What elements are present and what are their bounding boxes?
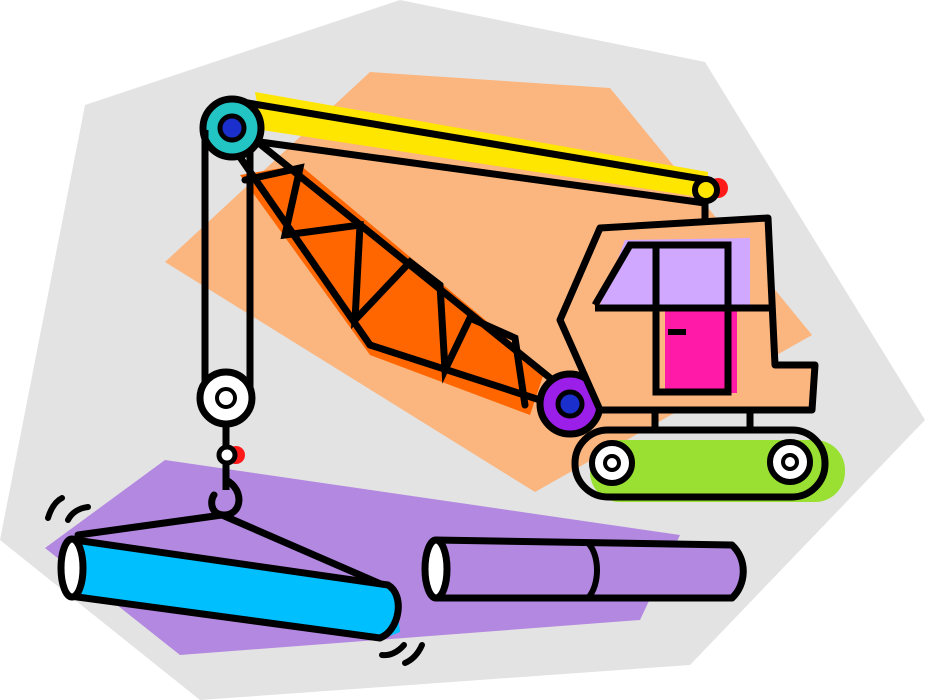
motion-lines	[45, 495, 425, 666]
ground-pipe	[421, 536, 747, 602]
lifted-pipe	[57, 535, 402, 642]
crawler-track	[571, 426, 845, 502]
hook-pulley	[196, 368, 256, 466]
top-pulley	[199, 95, 265, 161]
cab	[556, 214, 819, 430]
boom	[226, 92, 728, 415]
cab-window	[600, 238, 750, 305]
sling	[74, 511, 394, 592]
boom-tip-pin	[692, 176, 720, 204]
